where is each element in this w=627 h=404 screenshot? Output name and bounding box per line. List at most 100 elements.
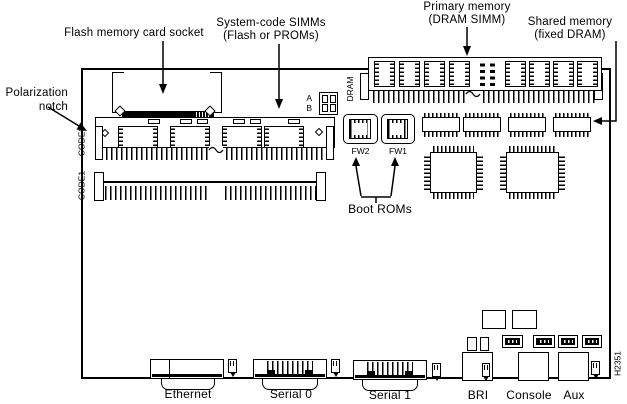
console-connector: [518, 352, 549, 381]
flash-card-socket-opening: [124, 70, 210, 101]
fixed-dram-chip: [463, 117, 501, 132]
code0-pin-gap: [209, 146, 223, 161]
system-code-callout: System-code SIMMs (Flash or PROMs): [195, 17, 347, 42]
fixed-dram-chip: [422, 117, 460, 132]
system-code-callout-line2: (Flash or PROMs): [223, 29, 319, 42]
fw2-label: FW2: [351, 146, 370, 156]
jumper-pin: [322, 104, 328, 112]
capacitor: [482, 363, 490, 381]
figure-id: H2351: [612, 350, 623, 377]
fixed-dram-pins: [555, 132, 589, 137]
fixed-dram-pins: [510, 132, 544, 137]
fw1-label: FW1: [389, 146, 407, 156]
jumper-pin: [330, 95, 336, 103]
code1-latch-right: [316, 172, 326, 201]
code0-flash-chip: [170, 126, 210, 148]
line-filter: [558, 335, 578, 348]
line-filter: [533, 335, 555, 348]
ethernet-face: [161, 379, 215, 390]
dram-pin-gap: [466, 89, 480, 104]
fixed-dram-pins: [555, 113, 589, 118]
ic-chip: [512, 310, 537, 329]
primary-memory-callout-line2: (DRAM SIMM): [428, 13, 506, 26]
qfp-pins-top: [433, 146, 474, 152]
code0-latch-right: [326, 126, 334, 160]
jumper-pin: [322, 95, 328, 103]
simm-capacitor: [288, 119, 300, 124]
aux-connector: [558, 352, 589, 381]
ethernet-label: Ethernet: [164, 387, 212, 401]
dram-pad-column: [480, 63, 485, 86]
dram-chip: [553, 61, 574, 87]
line-filter: [582, 335, 602, 348]
serial1-label: Serial 1: [368, 388, 412, 402]
system-code-callout-line1: System-code SIMMs: [216, 17, 326, 29]
primary-memory-callout-line1: Primary memory: [423, 1, 511, 13]
aux-label: Aux: [563, 388, 585, 402]
serial0-foot: [305, 370, 313, 374]
code0-latch-left: [95, 126, 103, 160]
serial1-connector-base: [355, 375, 425, 378]
shared-memory-callout-line1: Shared memory: [527, 16, 613, 28]
small-component: [480, 337, 489, 351]
code0-label: CODE0: [76, 126, 87, 157]
simm-capacitor: [250, 119, 261, 124]
dram-chip: [399, 61, 420, 87]
boot-roms-callout: Boot ROMs: [348, 202, 412, 216]
serial0-pins: [267, 361, 313, 374]
boot-rom-chip-fw1-core: [391, 123, 404, 135]
flash-card-edge-stripes: [196, 112, 209, 118]
simm-capacitor: [233, 119, 245, 124]
capacitor: [331, 359, 340, 377]
fixed-dram-pins: [465, 132, 499, 137]
qfp-pins-right: [559, 155, 565, 190]
small-component: [467, 337, 477, 351]
ethernet-connector-divider: [169, 360, 170, 378]
fixed-dram-pins: [424, 132, 458, 137]
serial0-foot: [267, 370, 275, 374]
shared-memory-callout: Shared memory (fixed DRAM): [515, 16, 625, 41]
serial1-pins: [367, 362, 413, 375]
qfp-pins-bottom: [509, 193, 556, 199]
primary-memory-arrowhead: [463, 46, 471, 56]
capacitor: [591, 361, 600, 379]
serial1-face: [362, 380, 418, 391]
dram-chip: [449, 61, 470, 87]
flash-card-edge: [122, 111, 214, 119]
polarization-callout-line1: Polarization: [5, 87, 68, 99]
code1-latch-left: [94, 172, 104, 201]
ethernet-connector-base: [152, 374, 222, 377]
code1-label: CODE1: [76, 170, 87, 201]
flash-socket-callout: Flash memory card socket: [64, 27, 204, 39]
qfp-pins-right: [477, 155, 483, 190]
qfp-chip: [430, 152, 477, 193]
code1-pin-gap: [209, 184, 223, 201]
capacitor: [228, 359, 237, 377]
serial0-face: [262, 379, 318, 390]
fixed-dram-chip: [553, 117, 591, 132]
qfp-pins-left: [424, 155, 430, 190]
dram-socket-pins: [373, 91, 595, 103]
simm-capacitor: [180, 119, 192, 124]
qfp-pins-left: [500, 155, 506, 190]
fixed-dram-pins: [465, 113, 499, 118]
simm-capacitor: [148, 119, 160, 124]
serial1-foot: [367, 371, 375, 375]
dram-socket-label: DRAM: [345, 76, 355, 102]
dram-chip: [374, 61, 395, 87]
jumper-pin: [330, 104, 336, 112]
polarization-callout-line2: notch: [38, 101, 68, 113]
code1-socket-rail: [103, 181, 320, 183]
qfp-pins-bottom: [433, 193, 474, 199]
console-label: Console: [506, 388, 552, 402]
capacitor: [432, 363, 441, 381]
fixed-dram-pins: [424, 113, 458, 118]
shared-memory-callout-line2: (fixed DRAM): [534, 28, 606, 41]
simm-capacitor: [197, 119, 208, 124]
dram-chip: [577, 61, 598, 87]
polarization-callout: Polarization notch: [0, 86, 68, 114]
ic-chip: [482, 310, 506, 329]
qfp-pins-top: [509, 146, 556, 152]
serial0-connector-base: [255, 374, 325, 377]
